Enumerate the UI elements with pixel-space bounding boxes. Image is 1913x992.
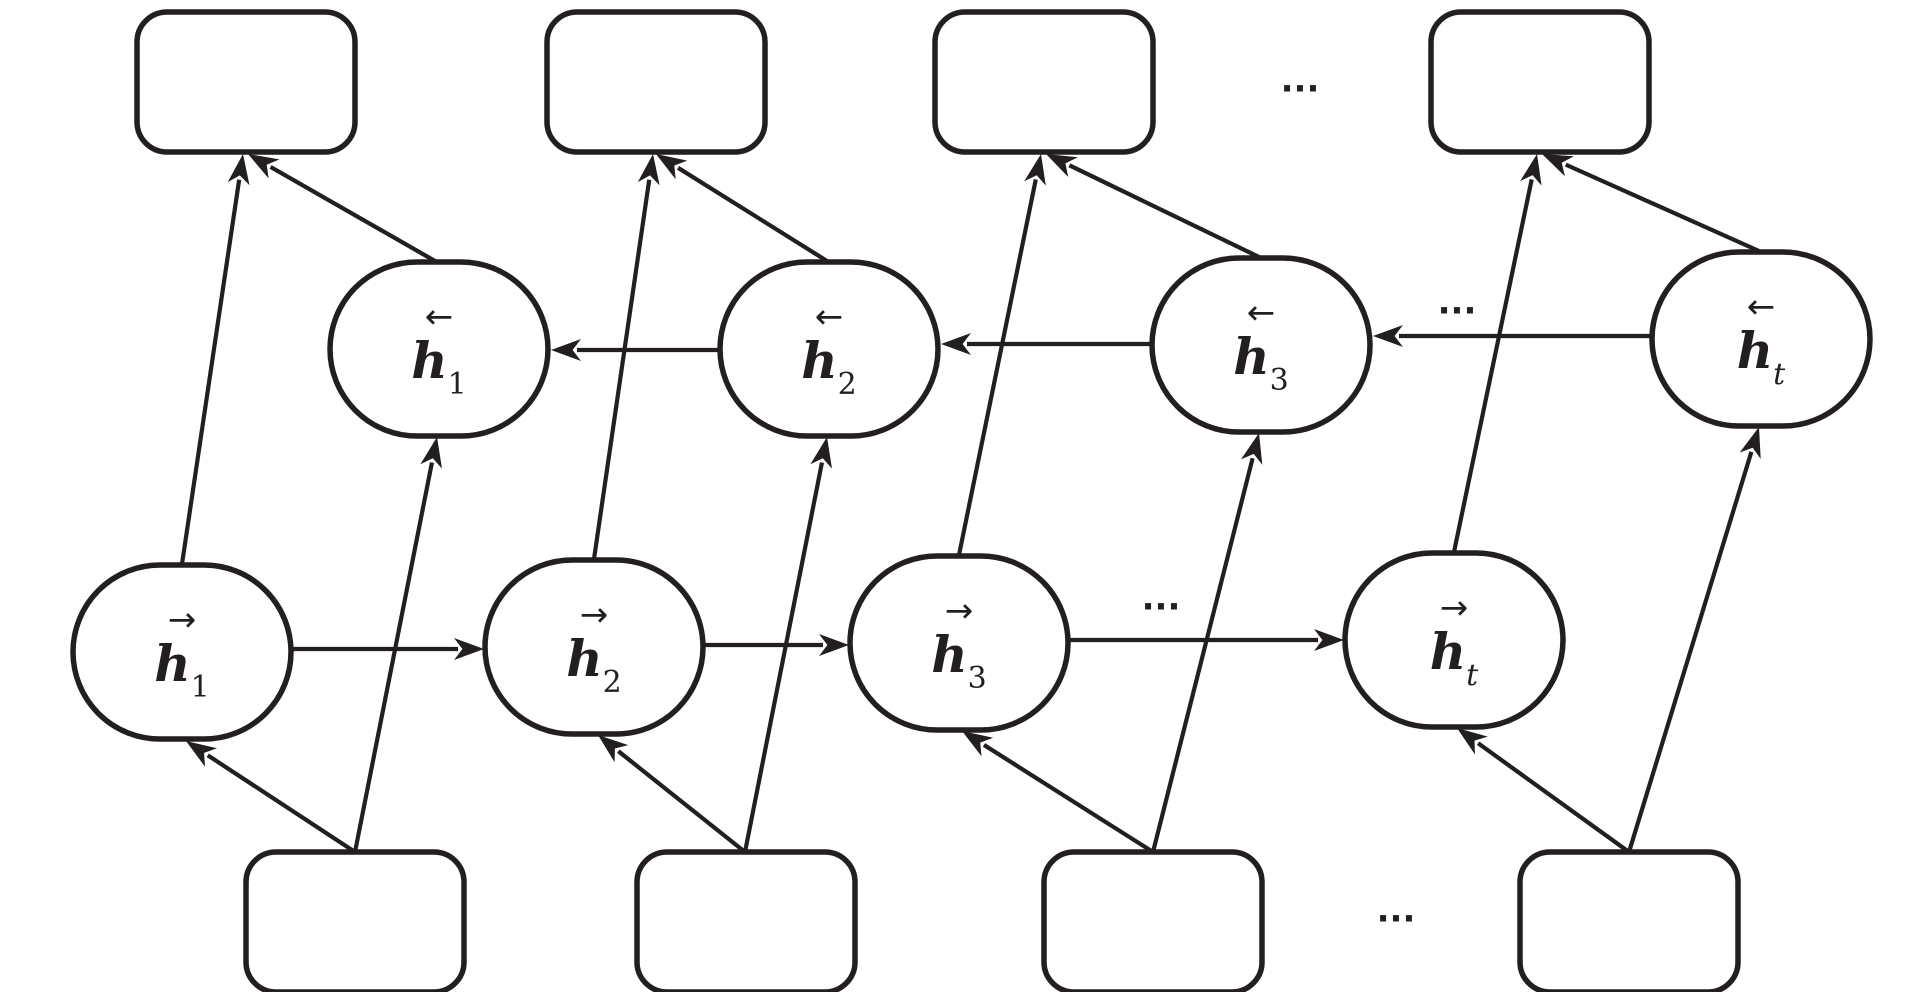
edge-backward3-output3 xyxy=(1046,154,1260,259)
edge-input3-backward3 xyxy=(1150,433,1263,853)
output-box-1 xyxy=(134,9,358,155)
backward-nodes: ← h1 ← h2 ← h3 ← ht xyxy=(327,249,1873,439)
forward-node-t: → ht xyxy=(1342,550,1566,730)
svg-text:h3: h3 xyxy=(1233,327,1288,398)
svg-text:h1: h1 xyxy=(411,331,466,402)
state-symbol: h xyxy=(154,634,190,693)
edges xyxy=(179,154,1761,854)
edge-forward-2-3 xyxy=(704,634,849,656)
ellipsis-input-row: ··· xyxy=(1377,899,1416,939)
state-subscript: t xyxy=(1773,357,1786,392)
edge-backward-t-3 xyxy=(1373,325,1651,347)
state-subscript: 1 xyxy=(191,670,210,705)
edge-input3-forward3 xyxy=(962,731,1155,854)
state-subscript: 3 xyxy=(968,661,987,696)
state-symbol: h xyxy=(1430,622,1466,681)
edge-forward1-output1 xyxy=(179,154,250,565)
edge-forward-1-2 xyxy=(292,638,484,660)
forward-arrow-mark: → xyxy=(580,595,609,635)
input-box-3 xyxy=(1041,849,1265,992)
backward-node-2: ← h2 xyxy=(717,259,941,439)
state-subscript: 3 xyxy=(1270,363,1289,398)
state-symbol: h xyxy=(1233,327,1269,386)
svg-text:h2: h2 xyxy=(801,331,856,402)
output-boxes xyxy=(134,9,1652,155)
input-box-1 xyxy=(243,849,467,992)
state-symbol: h xyxy=(411,331,447,390)
state-subscript: t xyxy=(1466,658,1479,693)
state-symbol: h xyxy=(1737,321,1773,380)
forward-arrow-mark: → xyxy=(945,591,974,631)
forward-node-2: → h2 xyxy=(482,557,706,737)
edge-input1-forward1 xyxy=(186,741,357,854)
ellipsis-forward-row: ··· xyxy=(1142,587,1181,627)
backward-arrow-mark: ← xyxy=(425,297,454,337)
output-box-2 xyxy=(544,9,768,155)
backward-node-t: ← ht xyxy=(1649,249,1873,429)
edge-forward2-output2 xyxy=(591,154,660,560)
backward-arrow-mark: ← xyxy=(1747,287,1776,327)
svg-text:ht: ht xyxy=(1737,321,1786,392)
edge-backward2-output2 xyxy=(656,154,829,263)
svg-text:h3: h3 xyxy=(931,625,986,696)
state-symbol: h xyxy=(801,331,837,390)
input-box-t xyxy=(1517,849,1741,992)
state-symbol: h xyxy=(931,625,967,684)
edge-inputt-forwardt xyxy=(1457,728,1631,854)
svg-text:ht: ht xyxy=(1430,622,1479,693)
ellipses: ··· ··· ··· ··· xyxy=(1142,69,1477,939)
backward-node-1: ← h1 xyxy=(327,259,551,439)
svg-text:h2: h2 xyxy=(566,629,621,700)
edge-backwardt-outputt xyxy=(1542,154,1760,253)
forward-arrow-mark: → xyxy=(168,600,197,640)
state-subscript: 2 xyxy=(603,665,622,700)
forward-arrow-mark: → xyxy=(1440,588,1469,628)
forward-node-1: → h1 xyxy=(70,562,294,742)
backward-arrow-mark: ← xyxy=(1247,293,1276,333)
edge-forwardt-outputt xyxy=(1451,154,1542,553)
edge-input1-backward1 xyxy=(352,437,442,853)
input-boxes xyxy=(243,849,1741,992)
edge-forward-3-t xyxy=(1069,629,1344,651)
edge-forward3-output3 xyxy=(956,154,1046,556)
svg-text:h1: h1 xyxy=(154,634,209,705)
state-subscript: 2 xyxy=(838,367,857,402)
input-box-2 xyxy=(634,849,858,992)
forward-nodes: → h1 → h2 → h3 → ht xyxy=(70,550,1566,742)
edge-inputt-backwardt xyxy=(1626,427,1761,853)
output-box-3 xyxy=(932,9,1156,155)
backward-arrow-mark: ← xyxy=(815,297,844,337)
ellipsis-output-row: ··· xyxy=(1281,69,1320,109)
edge-backward1-output1 xyxy=(248,154,437,263)
edge-input2-forward2 xyxy=(598,735,747,854)
edge-input2-backward2 xyxy=(742,437,832,853)
edge-backward-3-2 xyxy=(941,333,1151,355)
edge-backward-2-1 xyxy=(551,339,719,361)
state-subscript: 1 xyxy=(448,367,467,402)
output-box-t xyxy=(1428,9,1652,155)
backward-node-3: ← h3 xyxy=(1149,255,1373,435)
state-symbol: h xyxy=(566,629,602,688)
forward-node-3: → h3 xyxy=(847,553,1071,733)
ellipsis-backward-row: ··· xyxy=(1438,291,1477,331)
